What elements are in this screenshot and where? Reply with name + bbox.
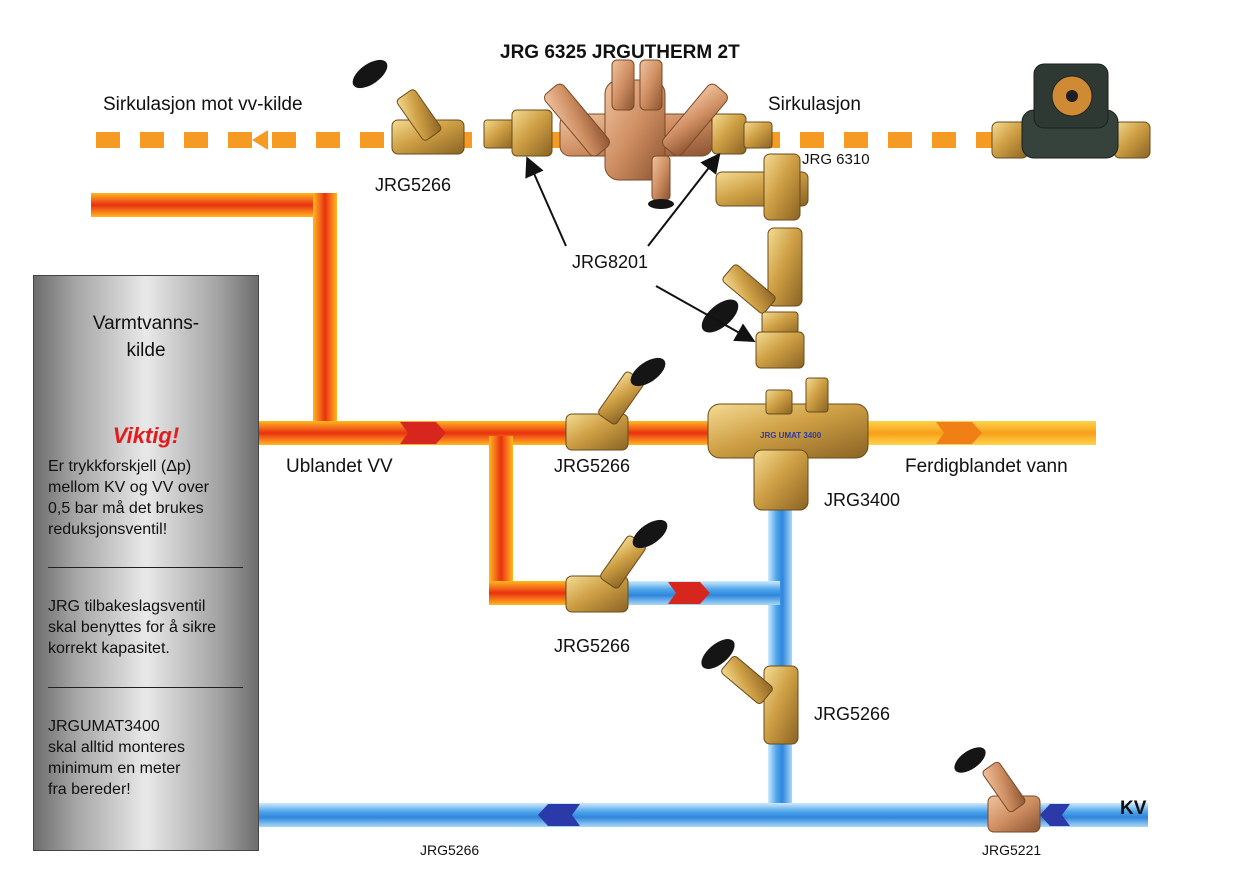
flow-arrow-icon xyxy=(936,422,982,444)
label-circulation-to-source: Sirkulasjon mot vv-kilde xyxy=(103,94,303,115)
label-circulation: Sirkulasjon xyxy=(768,94,861,115)
diagram-title: JRG 6325 JRGUTHERM 2T xyxy=(500,42,740,63)
label-jrg5266-low: JRG5266 xyxy=(554,636,631,656)
label-jrg6310: JRG 6310 xyxy=(802,151,870,168)
mixer-plate-label: JRG UMAT 3400 xyxy=(760,431,822,440)
tank-divider xyxy=(48,567,243,568)
label-unmixed-hot-water: Ublandet VV xyxy=(286,456,393,477)
flow-arrow-icon xyxy=(538,804,580,826)
flow-arrow-icon xyxy=(668,582,710,604)
label-jrg5266-top: JRG5266 xyxy=(375,175,452,195)
tank-important: Viktig! xyxy=(112,423,180,448)
union-fitting-icon xyxy=(711,113,773,155)
label-mixed-water: Ferdigblandet vann xyxy=(905,456,1068,477)
tank-note-3: JRGUMAT3400 skal alltid monteres minimum… xyxy=(48,716,253,800)
valve-icon xyxy=(352,59,465,155)
label-jrg8201: JRG8201 xyxy=(572,252,649,272)
pump-icon xyxy=(991,63,1151,159)
tee-fitting-icon xyxy=(715,153,809,221)
thermostatic-valve-icon xyxy=(544,59,728,209)
water-heater-tank: Varmtvanns- kilde Viktig! Er trykkforskj… xyxy=(33,275,259,851)
flow-arrow-icon xyxy=(252,130,268,150)
label-jrg5266-mid: JRG5266 xyxy=(554,456,631,476)
label-jrg5266-bottom: JRG5266 xyxy=(420,842,480,858)
mixer-valve-icon: JRG UMAT 3400 xyxy=(707,377,869,511)
valve-icon xyxy=(565,519,668,613)
tank-note-line: minimum en meter xyxy=(48,760,181,777)
tank-note-line: reduksjonsventil! xyxy=(48,521,168,538)
label-jrg3400: JRG3400 xyxy=(824,490,901,510)
tank-note-line: 0,5 bar må det brukes xyxy=(48,500,204,517)
tank-note-line: skal benyttes for å sikre xyxy=(48,619,217,636)
valve-icon xyxy=(701,639,799,745)
union-fitting-icon xyxy=(755,311,805,369)
tank-note-line: mellom KV og VV over xyxy=(48,479,209,496)
flow-arrow-icon xyxy=(400,422,446,444)
tank-note-line: fra bereder! xyxy=(48,781,131,798)
tank-note-line: skal alltid monteres xyxy=(48,739,185,756)
pointer-arrow-icon xyxy=(525,152,756,342)
tank-note-line: korrekt kapasitet. xyxy=(48,640,170,657)
valve-icon xyxy=(954,747,1041,833)
label-cold-water: KV xyxy=(1120,798,1147,819)
hot-supply-pipe xyxy=(91,193,714,605)
label-jrg5266-right: JRG5266 xyxy=(814,704,891,724)
tank-note-1: Er trykkforskjell (Δp) mellom KV og VV o… xyxy=(48,456,253,540)
valve-icon xyxy=(701,227,803,333)
flow-arrow-icon xyxy=(1040,804,1070,826)
tank-note-line: JRG tilbakeslagsventil xyxy=(48,598,206,615)
tank-title-line2: kilde xyxy=(126,340,166,361)
valve-icon xyxy=(565,357,666,451)
union-fitting-icon xyxy=(483,109,553,157)
tank-divider xyxy=(48,687,243,688)
tank-title-line1: Varmtvanns- xyxy=(92,313,200,334)
label-jrg5221: JRG5221 xyxy=(982,842,1042,858)
tank-note-2: JRG tilbakeslagsventil skal benyttes for… xyxy=(48,596,253,659)
tank-note-line: JRGUMAT3400 xyxy=(48,718,160,735)
tank-note-line: Er trykkforskjell (Δp) xyxy=(48,458,192,475)
